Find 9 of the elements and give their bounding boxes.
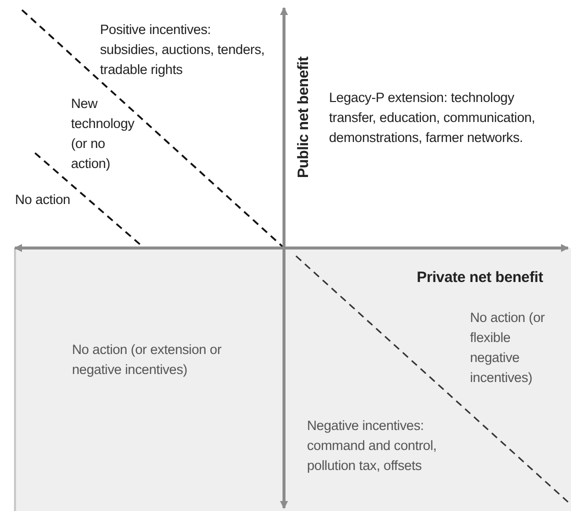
- region-label: Negative incentives: command and control, pollution tax, offsets: [307, 417, 438, 475]
- region-label: No action (or extension or negative incentives): [72, 341, 222, 379]
- region-label: No action: [15, 191, 72, 209]
- region-label: New technology (or no action): [71, 95, 136, 173]
- region-label: Positive incentives: subsidies, auctions, tenders, tradable rights: [100, 21, 265, 79]
- axis-title: Public net benefit: [294, 56, 313, 178]
- region-label: No action (or flexible negative incentives): [470, 309, 546, 387]
- axis-title: Private net benefit: [416, 268, 543, 288]
- region-label: Legacy-P extension: technology transfer, education, communication, demonstrations, farmer networks.: [329, 89, 536, 147]
